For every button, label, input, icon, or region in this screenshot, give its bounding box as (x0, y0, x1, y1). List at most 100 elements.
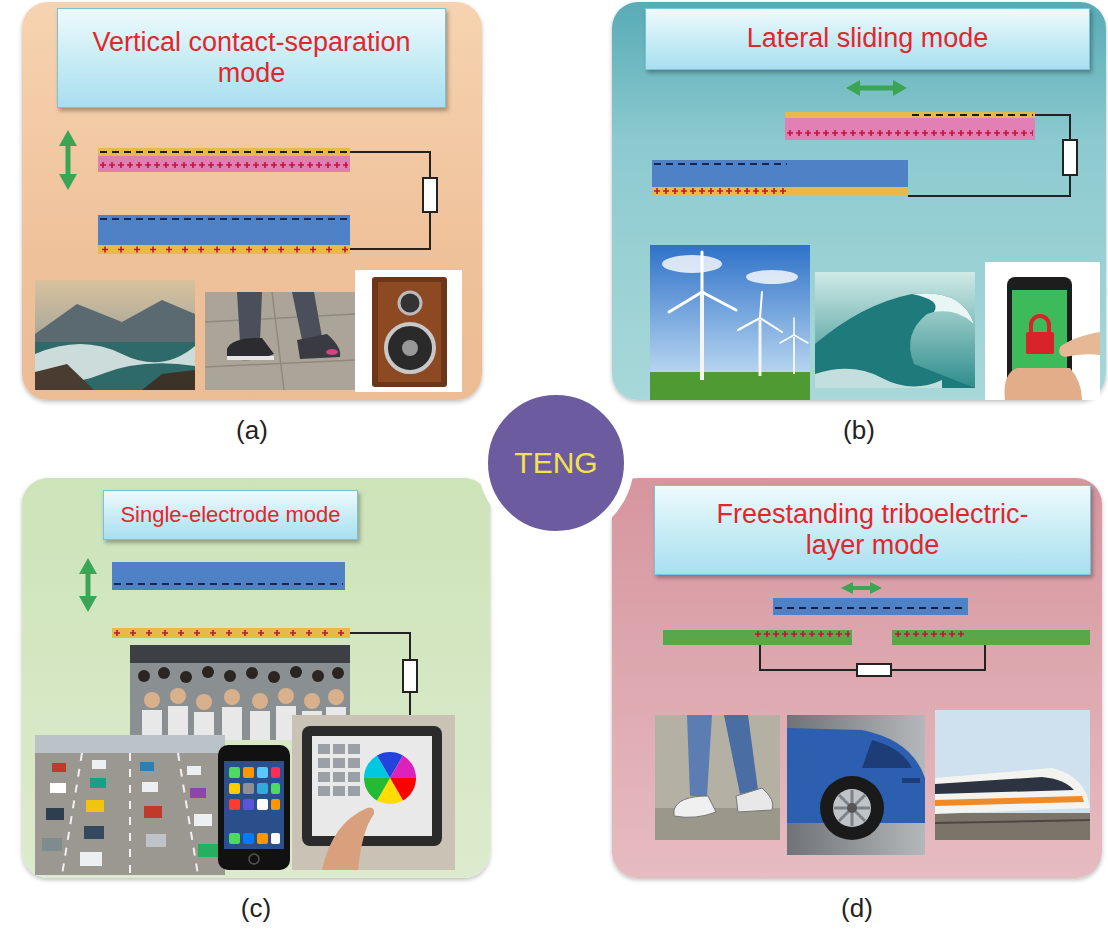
walking-photo-part (205, 314, 355, 322)
tablet-photo-part-part (318, 786, 330, 796)
crowd-photo-part-part (196, 694, 212, 710)
traffic-photo-part-part (144, 806, 162, 818)
train-photo-part (935, 768, 1090, 814)
wind-turbine-photo-part-part (760, 292, 762, 318)
smartphone-photo-part-part (243, 833, 254, 844)
crowd-photo-part-part (170, 688, 186, 704)
wind-turbine-photo-part (780, 318, 808, 343)
traffic-photo-part-part (90, 778, 106, 788)
ocean-wave-photo-part (815, 293, 975, 388)
tablet-photo-part (292, 715, 455, 870)
circuit-wire-part (760, 645, 857, 670)
crowd-photo-part (138, 666, 344, 683)
circuit-wire-part (857, 664, 891, 676)
crowd-photo-part-part (304, 693, 320, 709)
motion-arrow (846, 80, 907, 96)
smartphone-photo-part-part (271, 833, 280, 844)
center-label: TENG (514, 446, 597, 480)
sea-photo-part (35, 364, 94, 390)
traffic-photo-part-part (80, 852, 102, 866)
crowd-photo-part-part (312, 670, 324, 682)
traffic-photo-part-part (140, 762, 154, 771)
top-slider-part (785, 112, 1035, 118)
smartphone-photo-part-part (229, 833, 240, 844)
crowd-photo-part-part (290, 666, 302, 678)
speaker-photo-part (402, 340, 418, 356)
smartphone-photo-part (224, 761, 284, 849)
sea-photo-part (142, 370, 195, 390)
tablet-photo-part-part (333, 772, 345, 782)
wind-turbine-photo-part-part (760, 318, 782, 332)
electrode-pair (663, 630, 1090, 645)
title-text: Single-electrode mode (120, 502, 340, 527)
crowd-photo-part-part (268, 671, 280, 683)
top-plate-part (98, 148, 350, 156)
motion-arrow-part (79, 596, 97, 612)
train-photo-part (935, 777, 1074, 794)
top-plate-part (100, 162, 348, 168)
tablet-photo-part (364, 778, 390, 801)
bottom-plate-part (654, 163, 787, 165)
motion-arrow-part (59, 130, 77, 146)
speaker-photo-part (372, 277, 447, 387)
motion-arrow-part (86, 570, 91, 600)
wind-turbine-photo-part (662, 255, 722, 273)
bottom-plate-part (102, 249, 348, 251)
train-photo-part (935, 820, 1090, 823)
circuit-wire-part (350, 152, 430, 178)
smartphone-photo-part-part (243, 767, 254, 778)
car-wheel-photo-part (833, 789, 871, 827)
crowd-photo-part-part (202, 666, 214, 678)
motion-arrow (841, 582, 882, 594)
crowd-photo-part-part (278, 688, 294, 704)
top-slider (785, 112, 1035, 140)
smartphone-photo-part (249, 854, 259, 864)
smartphone-photo-part-part (229, 767, 240, 778)
title-box: Lateral sliding mode (645, 8, 1090, 70)
walking-legs-photo-part (687, 715, 712, 796)
walking-photo-part (237, 292, 262, 342)
title-text: Freestanding triboelectric- layer mode (705, 499, 1040, 561)
traffic-photo-part-part (92, 760, 106, 769)
panel-caption: (b) (612, 416, 1106, 446)
circuit-wire-part (891, 645, 985, 670)
wind-turbine-photo-part-part (780, 335, 794, 343)
electrode-pair-part (755, 633, 850, 635)
tablet-photo-part (390, 756, 416, 779)
smartphone-photo-part (218, 745, 290, 870)
traffic-photo-part-part (46, 808, 64, 820)
electrode-strip-part (112, 628, 350, 638)
smartphone-photo-part-part (271, 767, 280, 778)
wind-turbine-photo-part-part (669, 292, 702, 312)
ground-wire-part (350, 633, 410, 660)
traffic-photo-part-part (42, 838, 62, 851)
bottom-plate-part (654, 188, 787, 194)
walking-legs-photo-part (724, 715, 758, 794)
smartphone-photo-part-part (271, 783, 280, 794)
car-wheel-photo-part (834, 790, 870, 826)
circuit-wire-part (350, 212, 430, 249)
title-box: Vertical contact-separation mode (57, 8, 446, 108)
tablet-photo-part-part (333, 786, 345, 796)
circuit-wire-part (423, 178, 437, 212)
tablet-photo-part-part (348, 758, 360, 768)
tablet-photo-part-part (318, 744, 330, 754)
speaker-photo-part (355, 270, 462, 392)
sliding-layer-part (775, 607, 966, 609)
mode-panel: (a)Vertical contact-separation mode (22, 2, 482, 400)
traffic-photo-part-part (50, 783, 66, 793)
car-wheel-photo-part (787, 728, 925, 823)
bottom-plate (98, 215, 350, 254)
smartphone-photo-part-part (229, 799, 240, 810)
top-slider-part (785, 118, 1035, 140)
crowd-photo-part-part (328, 689, 344, 705)
tablet-photo-part-part (318, 758, 330, 768)
center-circle: TENG (478, 385, 634, 541)
mode-panel: (c)Single-electrode mode (22, 478, 490, 878)
bottom-plate-part (652, 160, 908, 187)
wind-turbine-photo-part (746, 270, 798, 284)
car-wheel-photo-part (862, 740, 912, 768)
title-box: Freestanding triboelectric- layer mode (654, 485, 1091, 575)
top-plate (98, 148, 350, 172)
